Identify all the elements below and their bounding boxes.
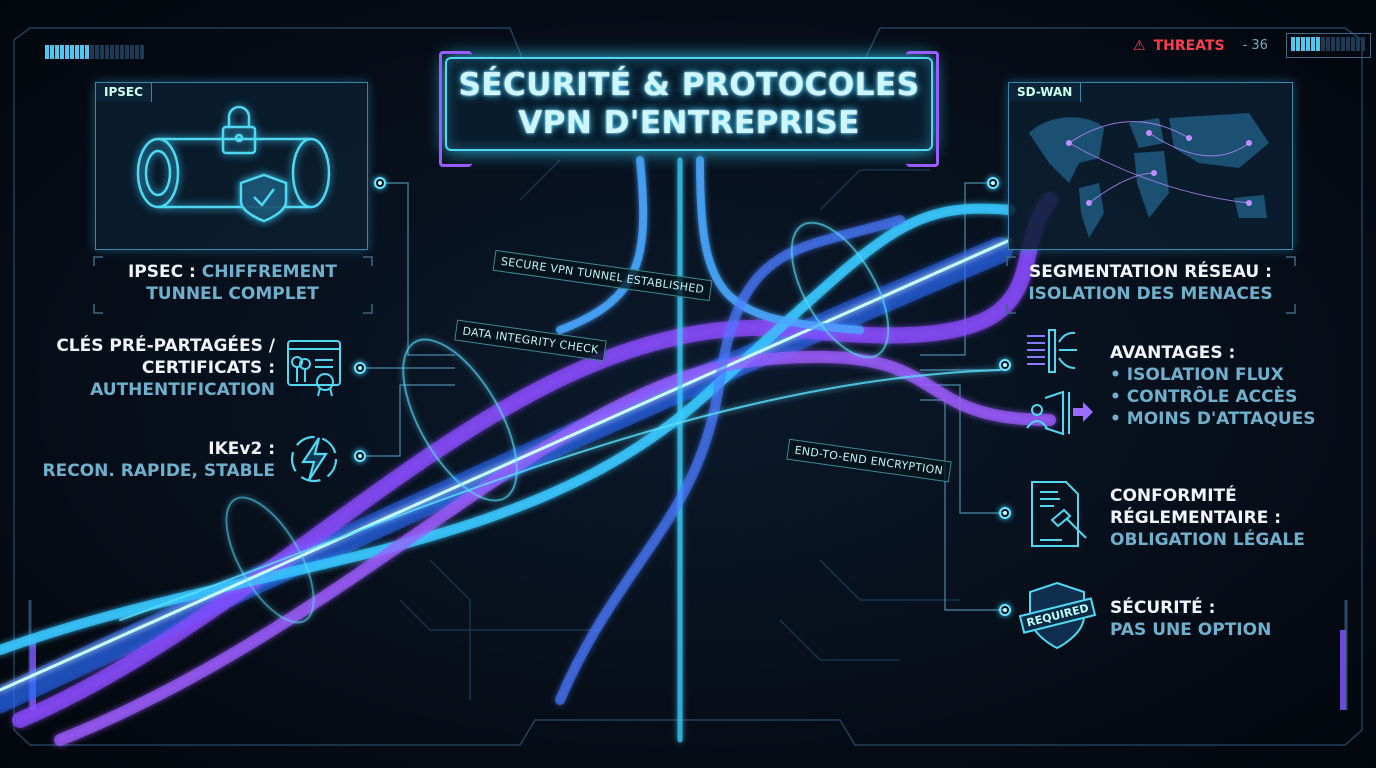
page-title: SÉCURITÉ & PROTOCOLES VPN D'ENTREPRISE [439, 51, 939, 167]
ikev2-head: IKEv2 : [208, 439, 275, 459]
keys-head-1: CLÉS PRÉ-PARTAGÉES / [56, 336, 275, 356]
warning-icon: ⚠ [1133, 37, 1146, 54]
connector-dot [987, 177, 999, 189]
threats-label: THREATS [1153, 37, 1225, 54]
tunnel-strand [0, 203, 1015, 655]
threat-level-bar [1285, 33, 1371, 58]
compliance-body: OBLIGATION LÉGALE [1110, 530, 1305, 550]
advantage-item: • CONTRÔLE ACCÈS [1110, 387, 1298, 407]
sd-wan-panel-label: SD-WAN [1008, 82, 1082, 102]
tunnel-strand [0, 238, 1012, 692]
keys-head-2: CERTIFICATS : [141, 358, 275, 378]
advantage-item: • MOINS D'ATTAQUES [1110, 409, 1316, 429]
segmentation-body: ISOLATION DES MENACES [1028, 284, 1273, 304]
compliance-head-1: CONFORMITÉ [1110, 486, 1237, 506]
ikev2-body: RECON. RAPIDE, STABLE [42, 461, 275, 481]
required-shield-icon: REQUIRED [1018, 580, 1097, 652]
security-body: PAS UNE OPTION [1110, 620, 1272, 640]
connector-dot [374, 177, 386, 189]
tunnel-strand [54, 350, 1056, 746]
segmentation-head: SEGMENTATION RÉSEAU : [1029, 262, 1272, 282]
lightning-icon [290, 435, 338, 483]
legal-document-gavel-icon [1031, 481, 1087, 547]
ipsec-head: IPSEC : [127, 262, 196, 282]
compliance-text: CONFORMITÉ RÉGLEMENTAIRE : OBLIGATION LÉ… [1110, 485, 1305, 551]
encrypted-tunnel-lock-icon [136, 105, 331, 223]
threats-value: - 36 [1242, 38, 1268, 53]
advantage-item: • ISOLATION FLUX [1110, 365, 1284, 385]
title-line-2: VPN D'ENTREPRISE [518, 105, 860, 141]
security-text: SÉCURITÉ : PAS UNE OPTION [1110, 597, 1271, 641]
connector-dot [999, 507, 1011, 519]
advantages-text: AVANTAGES : • ISOLATION FLUX • CONTRÔLE … [1110, 342, 1316, 430]
connector-dot [354, 450, 366, 462]
segmentation-caption: SEGMENTATION RÉSEAU : ISOLATION DES MENA… [1008, 261, 1293, 305]
keys-text: CLÉS PRÉ-PARTAGÉES / CERTIFICATS : AUTHE… [40, 335, 275, 401]
world-map-icon [1029, 113, 1269, 238]
connector-dot [999, 604, 1011, 616]
top-left-progress-bar [45, 44, 145, 63]
key-certificate-icon [287, 340, 341, 397]
traffic-isolation-icon [1026, 329, 1093, 436]
compliance-head-2: RÉGLEMENTAIRE : [1110, 508, 1282, 528]
security-head: SÉCURITÉ : [1110, 598, 1216, 618]
keys-body: AUTHENTIFICATION [90, 380, 275, 400]
tunnel-strand [12, 192, 1058, 728]
ipsec-body-2: TUNNEL COMPLET [146, 284, 319, 304]
ipsec-body: CHIFFREMENT [201, 262, 338, 282]
threat-indicator: ⚠ THREATS - 36 [1133, 33, 1371, 58]
advantages-head: AVANTAGES : [1110, 343, 1236, 363]
tunnel-ring [225, 496, 315, 624]
ipsec-panel-label: IPSEC [95, 82, 152, 102]
tunnel-strand [555, 215, 905, 705]
ikev2-text: IKEv2 : RECON. RAPIDE, STABLE [40, 438, 275, 482]
title-line-1: SÉCURITÉ & PROTOCOLES [458, 67, 920, 103]
tunnel-ring [402, 338, 518, 502]
tunnel-ring [790, 221, 890, 359]
connector-dot [999, 359, 1011, 371]
ipsec-panel: IPSEC [95, 82, 368, 250]
ipsec-caption: IPSEC : CHIFFREMENT TUNNEL COMPLET [95, 261, 370, 305]
caption-brackets [1006, 256, 1296, 314]
sd-wan-panel: SD-WAN [1008, 82, 1293, 250]
caption-brackets [93, 256, 373, 314]
connector-dot [354, 362, 366, 374]
